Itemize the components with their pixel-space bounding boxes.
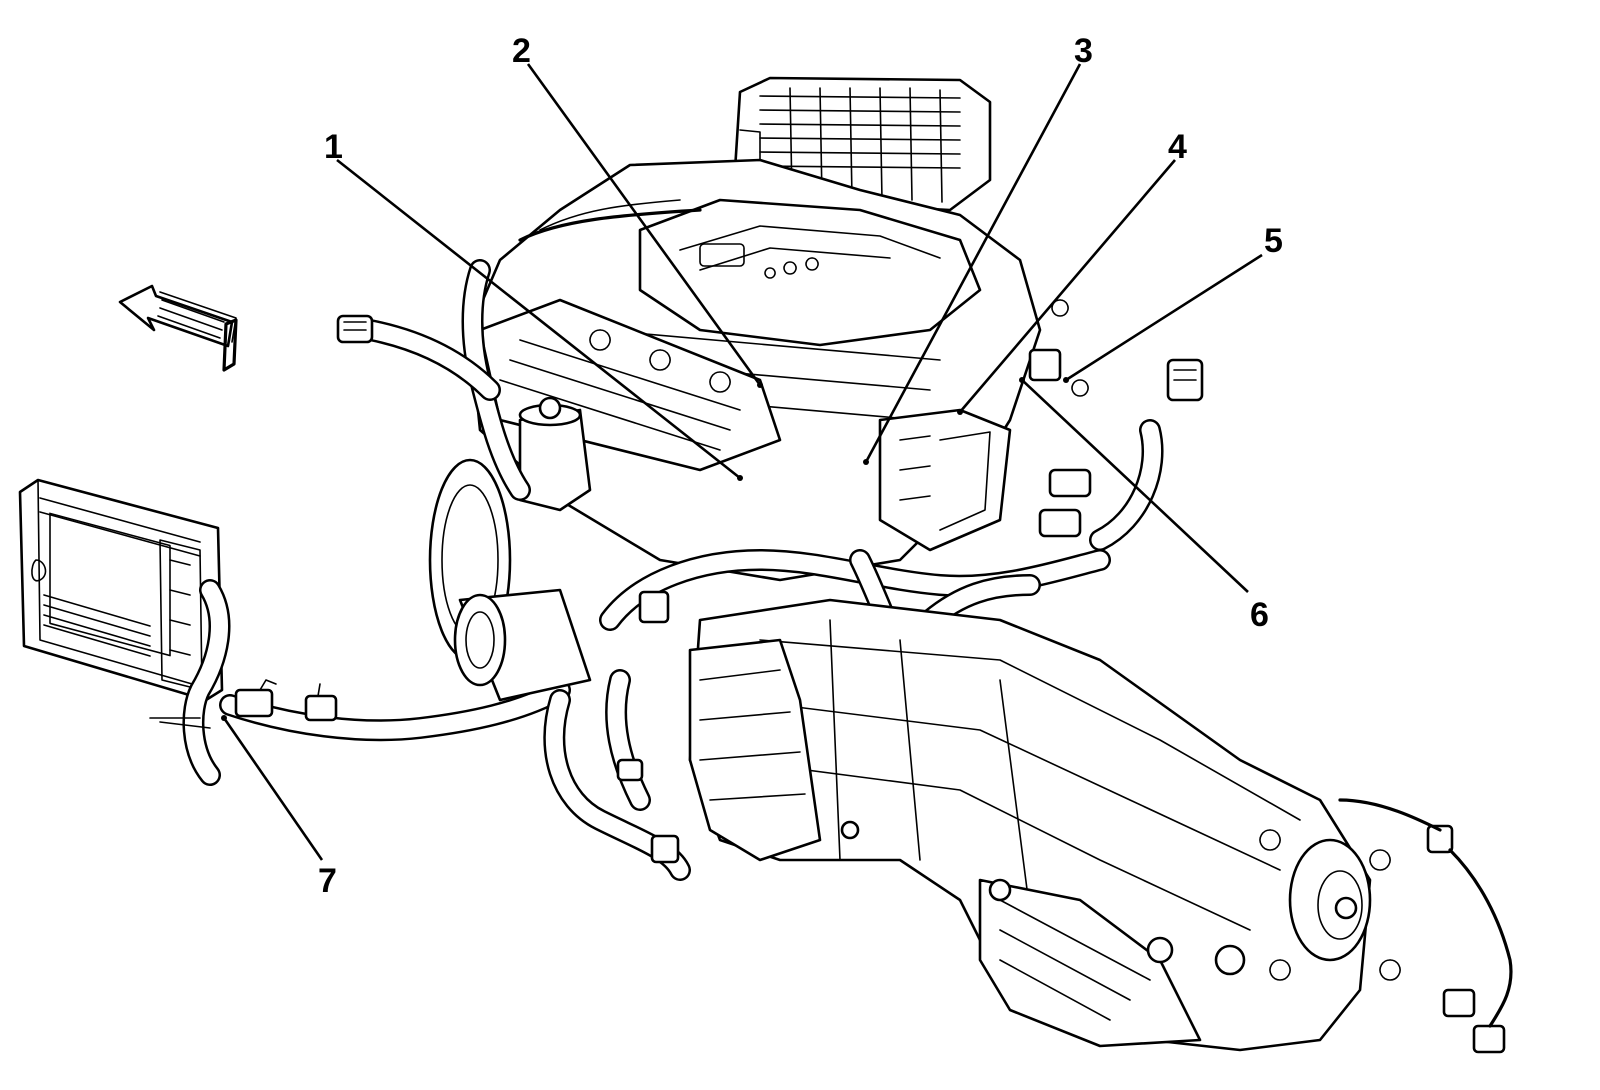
bell-housing xyxy=(688,638,822,862)
harness-connectors xyxy=(336,299,1513,1054)
callout-5: 5 xyxy=(1264,222,1283,260)
callout-2: 2 xyxy=(512,32,531,70)
callout-3: 3 xyxy=(1074,32,1093,70)
ecm-harness xyxy=(149,579,571,786)
front-direction-arrow-icon xyxy=(118,284,238,372)
ac-compressor xyxy=(428,458,592,702)
leader-6 xyxy=(1021,379,1249,593)
leader-5 xyxy=(1065,253,1263,382)
right-bank-heat-shield xyxy=(878,408,1012,552)
leader-2 xyxy=(526,63,762,386)
callout-1: 1 xyxy=(324,128,343,166)
leader-lines xyxy=(221,63,1263,861)
callout-4: 4 xyxy=(1168,128,1187,166)
callout-6: 6 xyxy=(1250,596,1269,634)
callout-7: 7 xyxy=(318,862,337,900)
leader-3 xyxy=(864,63,1082,463)
callout-labels: 1 2 3 4 5 6 7 xyxy=(318,32,1283,900)
leader-7 xyxy=(222,717,324,861)
engine-control-module xyxy=(18,478,224,702)
leader-4 xyxy=(959,159,1176,413)
transmission xyxy=(688,598,1401,1052)
leader-1 xyxy=(336,158,741,480)
